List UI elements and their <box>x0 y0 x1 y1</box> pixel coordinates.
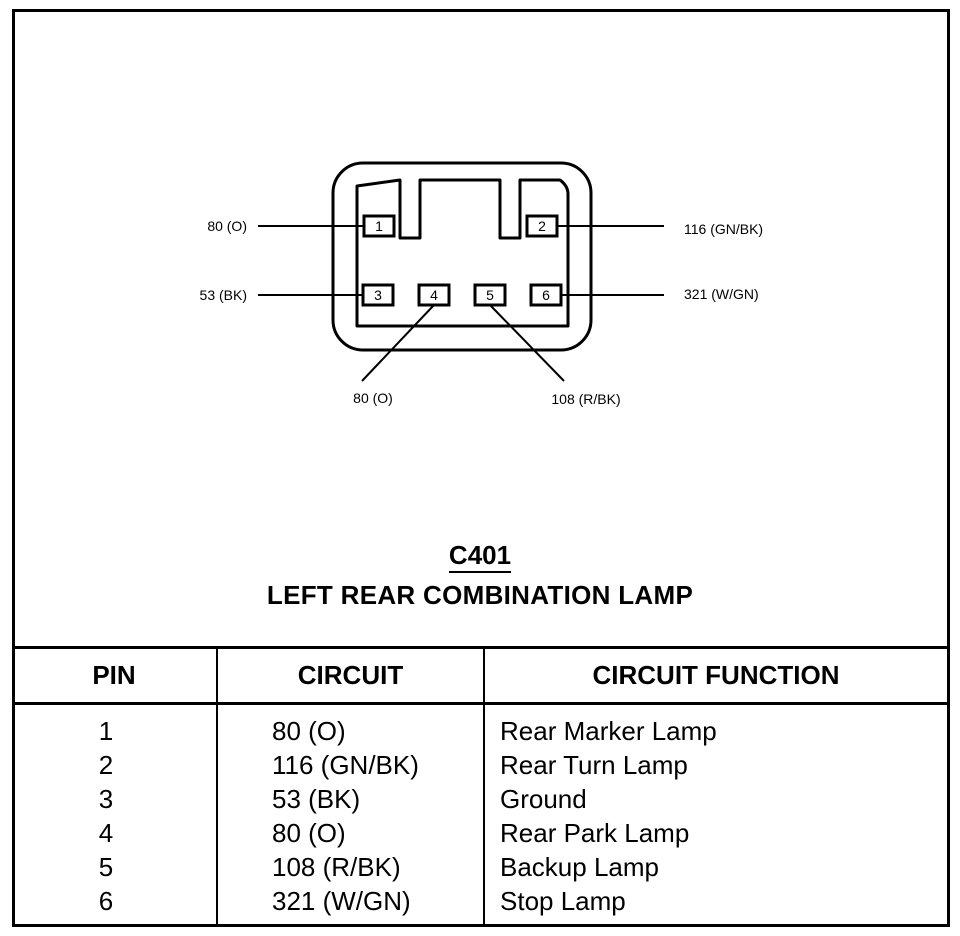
table-top-rule <box>12 646 950 649</box>
pin-cavity: 2 <box>525 214 559 238</box>
header-pin: PIN <box>92 660 136 690</box>
wire-callout: 321 (W/GN) <box>684 286 759 302</box>
cell-function: Rear Park Lamp <box>500 818 690 848</box>
table-header-rule <box>12 702 950 705</box>
diagram-frame <box>12 9 950 927</box>
cell-circuit: 108 (R/BK) <box>272 852 401 882</box>
cell-function: Stop Lamp <box>500 886 626 916</box>
header-circuit: CIRCUIT <box>297 660 404 690</box>
column-divider <box>483 648 485 926</box>
wire-callout: 108 (R/BK) <box>551 391 620 407</box>
pin-cavity: 3 <box>361 283 395 307</box>
cell-circuit: 53 (BK) <box>272 784 361 814</box>
cell-circuit: 116 (GN/BK) <box>272 750 419 780</box>
cell-pin: 5 <box>98 852 114 882</box>
connector-id-text: C401 <box>448 540 512 573</box>
pin-number: 4 <box>430 287 438 303</box>
pin-number: 5 <box>486 287 494 303</box>
column-divider <box>216 648 218 926</box>
leader-line <box>489 304 565 382</box>
cell-function: Ground <box>500 784 587 814</box>
wire-callout: 80 (O) <box>207 218 247 234</box>
cell-circuit: 80 (O) <box>272 818 346 848</box>
cell-function: Backup Lamp <box>500 852 659 882</box>
pin-number: 6 <box>542 287 550 303</box>
cell-pin: 2 <box>98 750 114 780</box>
pin-cavity: 4 <box>417 283 451 307</box>
pin-cavity: 6 <box>529 283 563 307</box>
connector-id: C401 <box>0 540 960 573</box>
cell-pin: 1 <box>98 716 114 746</box>
pin-cavity: 5 <box>473 283 507 307</box>
pin-number: 3 <box>374 287 382 303</box>
cell-pin: 6 <box>98 886 114 916</box>
header-circuit-function: CIRCUIT FUNCTION <box>592 660 840 690</box>
leader-line <box>361 304 435 382</box>
wire-callout: 116 (GN/BK) <box>684 221 763 237</box>
connector-housing-inner <box>355 178 570 328</box>
cell-pin: 3 <box>98 784 114 814</box>
connector-housing-outer <box>331 161 593 352</box>
pin-number: 2 <box>538 218 546 234</box>
cell-function: Rear Marker Lamp <box>500 716 717 746</box>
wire-callout: 53 (BK) <box>200 287 247 303</box>
cell-circuit: 80 (O) <box>272 716 346 746</box>
cell-circuit: 321 (W/GN) <box>272 886 411 916</box>
cell-function: Rear Turn Lamp <box>500 750 688 780</box>
cell-pin: 4 <box>98 818 114 848</box>
wire-callout: 80 (O) <box>353 390 393 406</box>
connector-face-diagram: 1 2 3 4 5 6 80 (O) 116 (GN/BK) 53 (BK) 3… <box>200 161 763 407</box>
connector-title: LEFT REAR COMBINATION LAMP <box>266 580 694 610</box>
pin-number: 1 <box>375 218 383 234</box>
pin-cavity: 1 <box>362 214 396 238</box>
